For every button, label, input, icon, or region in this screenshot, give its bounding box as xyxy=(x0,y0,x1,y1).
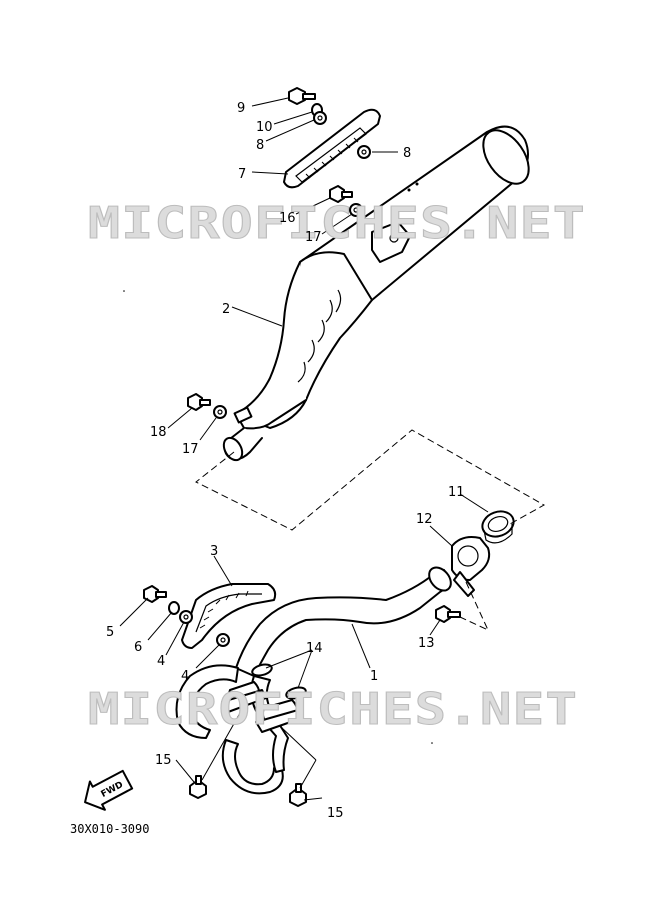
bolt-15-right xyxy=(289,783,307,807)
bolt-18 xyxy=(187,393,211,411)
callout-15-left: 15 xyxy=(155,753,172,768)
nut-4-lower xyxy=(216,633,230,647)
clamp-12 xyxy=(451,536,491,597)
watermark-top: MICROFICHES.NET xyxy=(88,198,586,249)
watermark-bottom: MICROFICHES.NET xyxy=(88,684,578,735)
callout-8-right: 8 xyxy=(403,146,411,161)
callout-17-upper: 17 xyxy=(305,230,322,245)
diagram-code: 30X010-3090 xyxy=(70,822,149,836)
callout-3: 3 xyxy=(210,544,218,559)
nut-8-right xyxy=(357,145,371,159)
washer-17-upper xyxy=(349,203,363,217)
callout-14: 14 xyxy=(306,641,323,656)
gasket-11 xyxy=(481,510,515,544)
callout-1: 1 xyxy=(370,669,378,684)
muffler-protector-top xyxy=(283,108,381,189)
callout-5: 5 xyxy=(106,625,114,640)
callout-11: 11 xyxy=(448,485,465,500)
bolt-9 xyxy=(288,87,316,105)
callout-15-right: 15 xyxy=(327,806,344,821)
callout-13: 13 xyxy=(418,636,435,651)
callout-7: 7 xyxy=(238,167,246,182)
callout-9: 9 xyxy=(237,101,245,116)
callout-17-lower: 17 xyxy=(182,442,199,457)
callouts: 9 10 8 8 7 16 17 2 18 17 11 12 3 5 13 6 … xyxy=(106,101,465,821)
nut-4-upper xyxy=(179,610,193,624)
callout-8-upper: 8 xyxy=(256,138,264,153)
gasket-14-right xyxy=(285,686,307,700)
bolt-13 xyxy=(435,605,461,623)
assembly-lines xyxy=(195,429,546,632)
callout-12: 12 xyxy=(416,512,433,527)
washer-17-lower xyxy=(213,405,227,419)
callout-4-upper: 4 xyxy=(157,654,165,669)
nut-8-upper xyxy=(313,111,327,125)
washer-6 xyxy=(168,601,180,615)
muffler xyxy=(222,125,530,462)
callout-18: 18 xyxy=(150,425,167,440)
bolt-15-left xyxy=(189,775,207,799)
callout-6: 6 xyxy=(134,640,142,655)
leader-lines xyxy=(119,97,489,801)
callout-4-lower: 4 xyxy=(181,669,189,684)
callout-16: 16 xyxy=(279,211,296,226)
callout-10: 10 xyxy=(256,120,273,135)
exhaust-pipe-protector xyxy=(181,583,277,649)
bolt-5 xyxy=(143,585,167,603)
callout-2: 2 xyxy=(222,302,230,317)
fwd-arrow-icon: FWD xyxy=(84,769,134,811)
